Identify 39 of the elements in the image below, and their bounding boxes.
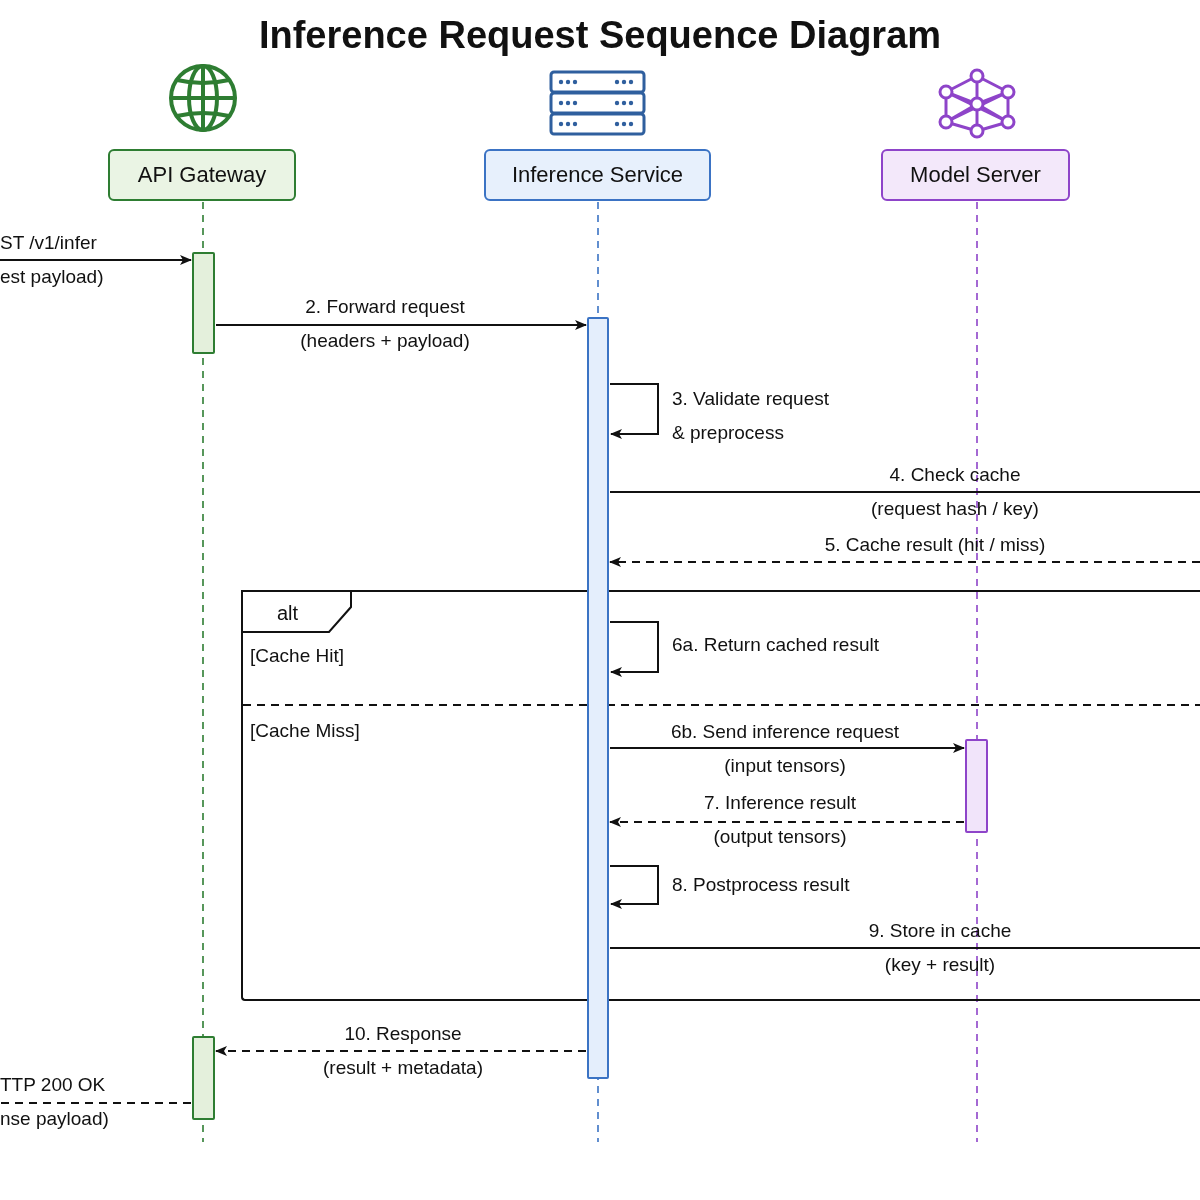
participant-box [108,149,296,201]
participant-box [484,149,711,201]
message-arrow [609,743,965,753]
message-arrow [609,621,659,677]
participant-name: Model Server [910,162,1041,188]
edge-label: 7. Inference result (output tensors) [702,791,858,849]
edge-label: 6a. Return cached result [672,633,880,657]
participant-name: Inference Service [511,162,684,188]
message-line [0,1102,192,1104]
edge-label: 3. Validate request & preprocess [672,387,831,445]
activation-bar [192,1036,215,1120]
diagram-title: Inference Request Sequence Diagram [257,14,943,57]
participant-name: API Gateway [137,162,267,188]
activation-bar [192,252,215,354]
activation-bar [965,739,988,833]
message-arrow [609,557,1200,567]
message-arrow [215,1046,587,1056]
participant-box [881,149,1070,201]
message-arrow [215,320,587,330]
edge-label: 9. Store in cache (key + result) [867,919,1013,977]
edge-label: 10. Response (result + metadata) [322,1022,484,1080]
edge-label: 2. Forward request (headers + payload) [299,295,471,353]
edge-label: 6b. Send inference request (input tensors) [669,720,901,778]
guard-condition: [Cache Miss] [250,719,360,743]
edge-label: 4. Check cache (request hash / key) [870,463,1040,521]
message-arrow [0,255,192,265]
message-line [609,947,1200,949]
edge-label: 5. Cache result (hit / miss) [823,533,1047,557]
message-line [609,491,1200,493]
edge-label: TTP 200 OK nse payload) [0,1073,110,1131]
message-arrow [609,865,659,909]
message-arrow [609,817,965,827]
edge-label: 8. Postprocess result [672,873,851,897]
activation-bar [587,317,609,1079]
alt-frame [241,590,1200,1001]
edge-label: ST /v1/infer est payload) [0,231,105,289]
guard-condition: [Cache Hit] [250,644,344,668]
frame-operator: alt [277,601,299,626]
message-arrow [609,383,659,439]
